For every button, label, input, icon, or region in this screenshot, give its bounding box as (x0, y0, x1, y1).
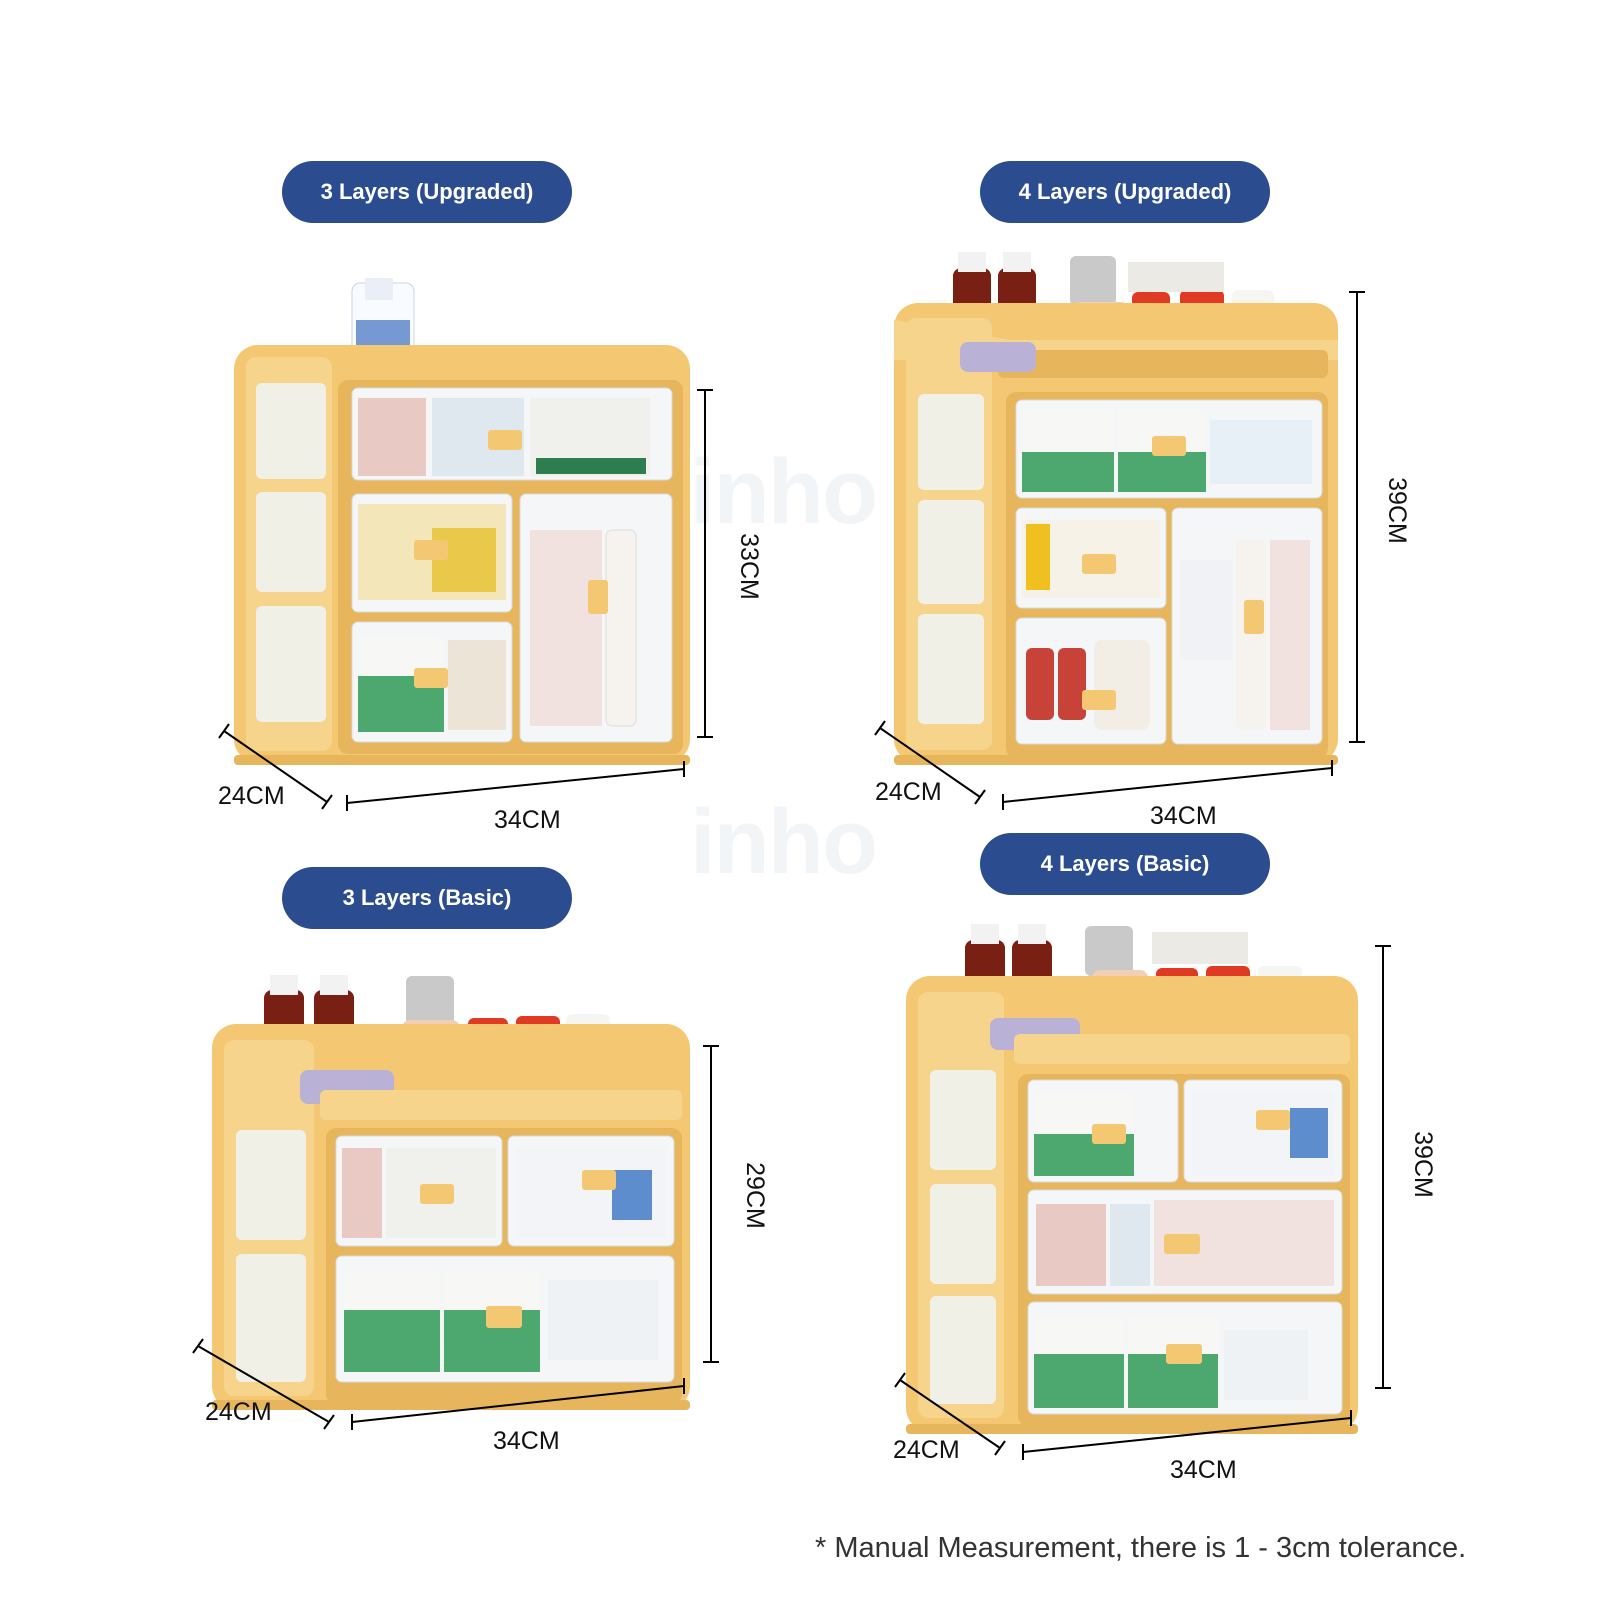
label-pill-3-layers-basic: 3 Layers (Basic) (282, 867, 572, 929)
dimension-depth: 24CM (218, 782, 285, 810)
dimension-height: 39CM (1382, 477, 1411, 544)
watermark-middle: inho (690, 791, 878, 893)
tolerance-note: * Manual Measurement, there is 1 - 3cm t… (815, 1532, 1467, 1564)
dimension-width: 34CM (493, 1427, 560, 1455)
dimension-width: 34CM (1170, 1456, 1237, 1484)
label-pill-4-layers-basic: 4 Layers (Basic) (980, 833, 1270, 895)
dimension-width: 34CM (494, 806, 561, 834)
label-pill-4-layers-upgraded: 4 Layers (Upgraded) (980, 161, 1270, 223)
label-pill-3-layers-upgraded: 3 Layers (Upgraded) (282, 161, 572, 223)
dimension-width: 34CM (1150, 802, 1217, 830)
dimension-depth: 24CM (893, 1436, 960, 1464)
dimension-height: 39CM (1408, 1131, 1437, 1198)
dimension-depth: 24CM (205, 1398, 272, 1426)
dimension-height: 33CM (734, 533, 763, 600)
watermark-top: inho (690, 441, 878, 543)
dimension-depth: 24CM (875, 778, 942, 806)
dimension-height: 29CM (740, 1162, 769, 1229)
